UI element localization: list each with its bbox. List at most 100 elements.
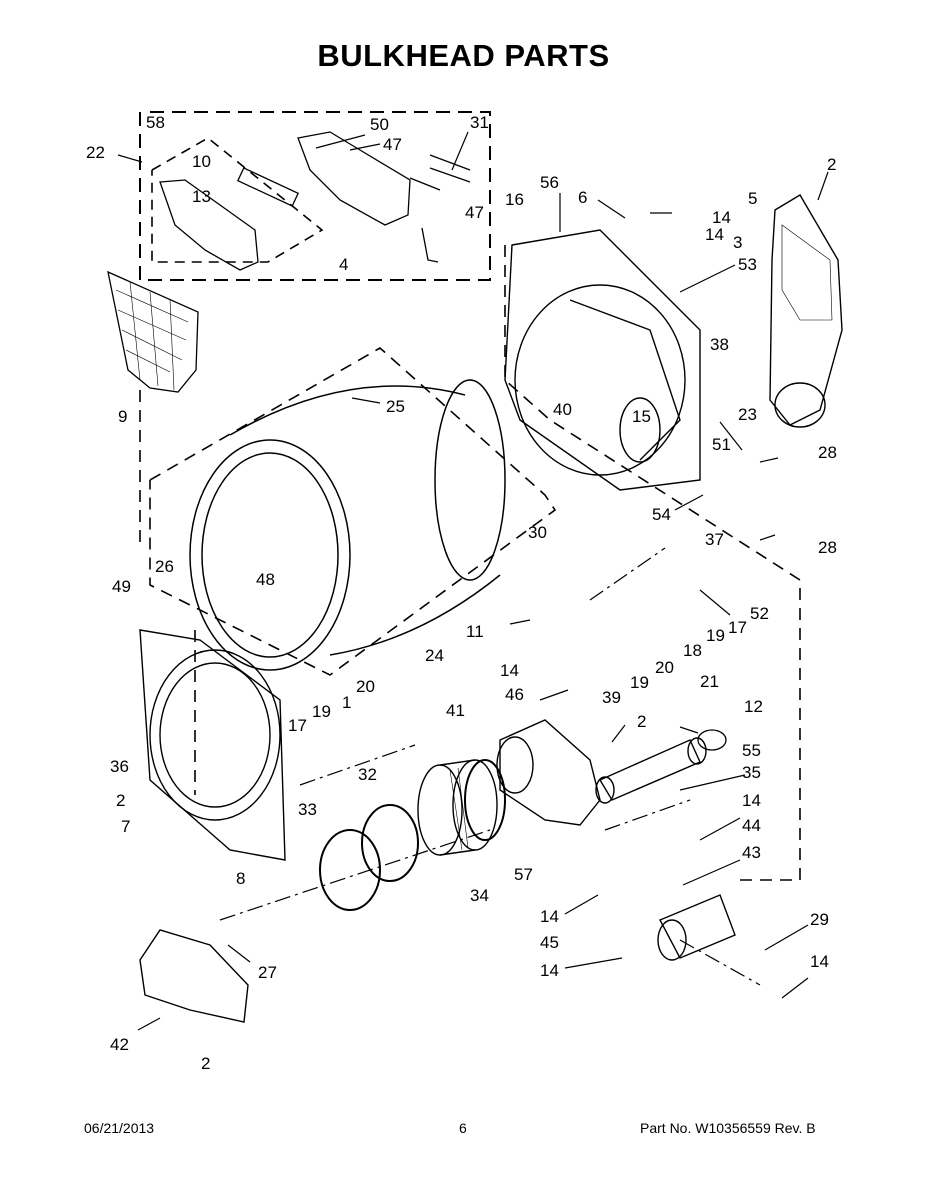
drum bbox=[189, 379, 506, 671]
callout-52: 52 bbox=[750, 604, 769, 623]
callout-25: 25 bbox=[386, 397, 405, 416]
air-duct-cover bbox=[769, 194, 843, 428]
inner-kit-group bbox=[151, 137, 324, 263]
callout-14b: 14 bbox=[705, 225, 724, 244]
callout-20b: 20 bbox=[356, 677, 375, 696]
callout-14c: 14 bbox=[500, 661, 519, 680]
callout-2a: 2 bbox=[827, 155, 836, 174]
callout-38: 38 bbox=[710, 335, 729, 354]
callout-leaders bbox=[117, 131, 829, 1031]
blower-wheel bbox=[417, 759, 498, 856]
callout-1: 1 bbox=[342, 693, 351, 712]
duct-cover-parts bbox=[159, 131, 471, 271]
callout-14a: 14 bbox=[712, 208, 731, 227]
bulkhead-dash-guide bbox=[504, 245, 801, 881]
callout-17a: 17 bbox=[728, 618, 747, 637]
callout-16: 16 bbox=[505, 190, 524, 209]
callout-21: 21 bbox=[700, 672, 719, 691]
footer-part-number: Part No. W10356559 Rev. B bbox=[640, 1120, 816, 1136]
callout-14d: 14 bbox=[742, 791, 761, 810]
callout-4: 4 bbox=[339, 255, 348, 274]
callout-8: 8 bbox=[236, 869, 245, 888]
callout-58: 58 bbox=[146, 113, 165, 132]
callout-30: 30 bbox=[528, 523, 547, 542]
callout-31: 31 bbox=[470, 113, 489, 132]
callout-47b: 47 bbox=[465, 203, 484, 222]
callout-48: 48 bbox=[256, 570, 275, 589]
guide-lines bbox=[219, 547, 761, 986]
callout-18: 18 bbox=[683, 641, 702, 660]
callout-28b: 28 bbox=[818, 538, 837, 557]
callout-19b: 19 bbox=[630, 673, 649, 692]
callout-26: 26 bbox=[155, 557, 174, 576]
callout-45: 45 bbox=[540, 933, 559, 952]
callout-9: 9 bbox=[118, 407, 127, 426]
callout-36: 36 bbox=[110, 757, 129, 776]
footer-date: 06/21/2013 bbox=[84, 1120, 155, 1136]
callout-54: 54 bbox=[652, 505, 671, 524]
page-title: BULKHEAD PARTS bbox=[317, 38, 610, 73]
callout-28a: 28 bbox=[818, 443, 837, 462]
burner-tube bbox=[657, 894, 736, 961]
callout-6: 6 bbox=[578, 188, 587, 207]
callout-2c: 2 bbox=[116, 791, 125, 810]
callout-23: 23 bbox=[738, 405, 757, 424]
top-kit-group bbox=[139, 111, 491, 281]
callout-19a: 19 bbox=[706, 626, 725, 645]
blower-seal bbox=[464, 759, 506, 841]
seal-ring bbox=[319, 829, 381, 911]
callout-13: 13 bbox=[192, 187, 211, 206]
front-bulkhead-dash bbox=[139, 390, 196, 795]
callout-46: 46 bbox=[505, 685, 524, 704]
callout-11: 11 bbox=[466, 622, 484, 641]
callout-7: 7 bbox=[121, 817, 130, 836]
callout-22: 22 bbox=[86, 143, 105, 162]
callout-14f: 14 bbox=[810, 952, 829, 971]
callout-49: 49 bbox=[112, 577, 131, 596]
duct-assembly bbox=[139, 929, 249, 1023]
callout-44: 44 bbox=[742, 816, 761, 835]
front-bulkhead bbox=[139, 629, 286, 861]
callout-40: 40 bbox=[553, 400, 572, 419]
callout-14g: 14 bbox=[540, 961, 559, 980]
heater-tube bbox=[595, 737, 707, 804]
callout-24: 24 bbox=[425, 646, 444, 665]
callout-5: 5 bbox=[748, 189, 757, 208]
callout-2d: 2 bbox=[201, 1054, 210, 1073]
callout-15: 15 bbox=[632, 407, 651, 426]
footer-page-number: 6 bbox=[459, 1120, 467, 1136]
callout-20a: 20 bbox=[655, 658, 674, 677]
callout-42: 42 bbox=[110, 1035, 129, 1054]
callout-41: 41 bbox=[446, 701, 465, 720]
callout-2b: 2 bbox=[637, 712, 646, 731]
callout-10: 10 bbox=[192, 152, 211, 171]
callout-53: 53 bbox=[738, 255, 757, 274]
callout-12: 12 bbox=[744, 697, 763, 716]
callout-37: 37 bbox=[705, 530, 724, 549]
callout-43: 43 bbox=[742, 843, 761, 862]
callout-50: 50 bbox=[370, 115, 389, 134]
callout-29: 29 bbox=[810, 910, 829, 929]
rear-bulkhead bbox=[504, 229, 701, 491]
heater-clamp bbox=[697, 729, 727, 751]
callout-34: 34 bbox=[470, 886, 489, 905]
front-seal bbox=[361, 804, 419, 882]
callout-14e: 14 bbox=[540, 907, 559, 926]
callout-47a: 47 bbox=[383, 135, 402, 154]
callout-3: 3 bbox=[733, 233, 742, 252]
callout-56: 56 bbox=[540, 173, 559, 192]
callout-19c: 19 bbox=[312, 702, 331, 721]
callout-35: 35 bbox=[742, 763, 761, 782]
callout-55: 55 bbox=[742, 741, 761, 760]
lint-screen bbox=[107, 270, 199, 393]
callout-57: 57 bbox=[514, 865, 533, 884]
drum-kit-dash bbox=[149, 347, 557, 676]
blower-housing bbox=[496, 719, 601, 826]
callout-51: 51 bbox=[712, 435, 731, 454]
callout-27: 27 bbox=[258, 963, 277, 982]
callout-32: 32 bbox=[358, 765, 377, 784]
callout-39: 39 bbox=[602, 688, 621, 707]
callout-33: 33 bbox=[298, 800, 317, 819]
callout-17b: 17 bbox=[288, 716, 307, 735]
